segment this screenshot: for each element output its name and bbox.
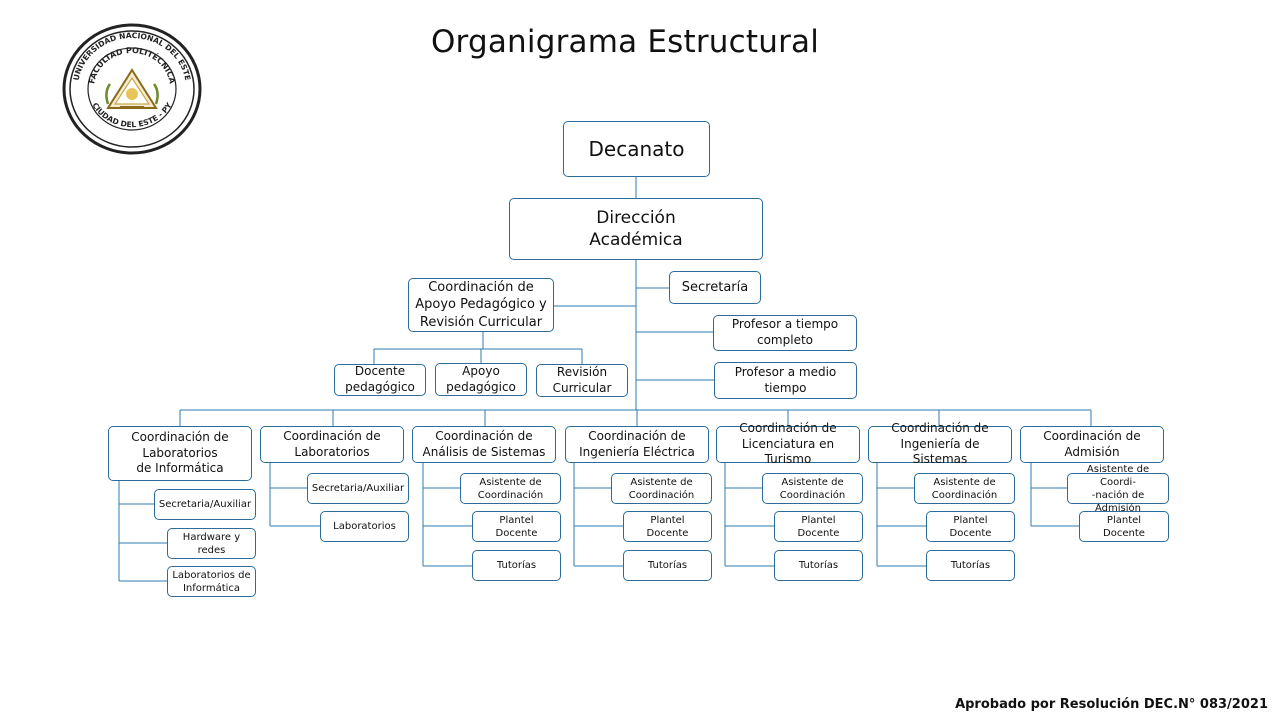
- university-seal-logo: UNIVERSIDAD NACIONAL DEL ESTE FACULTAD P…: [62, 23, 202, 155]
- node-coordinacion-analisis-sistemas: Coordinación de Análisis de Sistemas: [412, 426, 556, 463]
- node-coordinacion-laboratorios: Coordinación de Laboratorios: [260, 426, 404, 463]
- node-profesor-tiempo-completo: Profesor a tiempo completo: [713, 315, 857, 351]
- node-ie-asistente: Asistente de Coordinación: [611, 473, 712, 504]
- node-lt-tutorias: Tutorías: [774, 550, 863, 581]
- approval-footer: Aprobado por Resolución DEC.N° 083/2021: [955, 697, 1268, 712]
- node-is-tutorias: Tutorías: [926, 550, 1015, 581]
- node-coordinacion-laboratorios-informatica: Coordinación de Laboratorios de Informát…: [108, 426, 252, 481]
- node-lt-plantel-docente: Plantel Docente: [774, 511, 863, 542]
- node-ad-plantel-docente: Plantel Docente: [1079, 511, 1169, 542]
- node-as-asistente: Asistente de Coordinación: [460, 473, 561, 504]
- node-decanato: Decanato: [563, 121, 710, 177]
- node-ie-plantel-docente: Plantel Docente: [623, 511, 712, 542]
- node-as-tutorias: Tutorías: [472, 550, 561, 581]
- node-docente-pedagogico: Docente pedagógico: [334, 364, 426, 396]
- node-coordinacion-admision: Coordinación de Admisión: [1020, 426, 1164, 463]
- node-lab-inf-laboratorios-informatica: Laboratorios de Informática: [167, 566, 256, 597]
- node-lab-inf-hardware-redes: Hardware y redes: [167, 528, 256, 559]
- node-lt-asistente: Asistente de Coordinación: [762, 473, 863, 504]
- page-title: Organigrama Estructural: [430, 24, 820, 60]
- node-coordinacion-apoyo-pedagogico: Coordinación de Apoyo Pedagógico y Revis…: [408, 278, 554, 332]
- node-is-asistente: Asistente de Coordinación: [914, 473, 1015, 504]
- node-ad-asistente: Asistente de Coordi- -nación de Admisión: [1067, 464, 1169, 514]
- node-secretaria: Secretaría: [669, 271, 761, 304]
- node-as-plantel-docente: Plantel Docente: [472, 511, 561, 542]
- node-revision-curricular: Revisión Curricular: [536, 364, 628, 397]
- node-coordinacion-ingenieria-electrica: Coordinación de Ingeniería Eléctrica: [565, 426, 709, 463]
- node-lab-secretaria: Secretaria/Auxiliar: [307, 473, 409, 504]
- node-coordinacion-licenciatura-turismo: Coordinación de Licenciatura en Turismo: [716, 421, 860, 466]
- node-is-plantel-docente: Plantel Docente: [926, 511, 1015, 542]
- node-profesor-medio-tiempo: Profesor a medio tiempo: [714, 362, 857, 399]
- node-direccion-academica: Dirección Académica: [509, 198, 763, 260]
- node-coordinacion-ingenieria-sistemas: Coordinación de Ingeniería de Sistemas: [868, 421, 1012, 466]
- node-apoyo-pedagogico: Apoyo pedagógico: [435, 363, 527, 396]
- node-lab-laboratorios: Laboratorios: [320, 511, 409, 542]
- node-ie-tutorias: Tutorías: [623, 550, 712, 581]
- node-lab-inf-secretaria: Secretaria/Auxiliar: [154, 489, 256, 520]
